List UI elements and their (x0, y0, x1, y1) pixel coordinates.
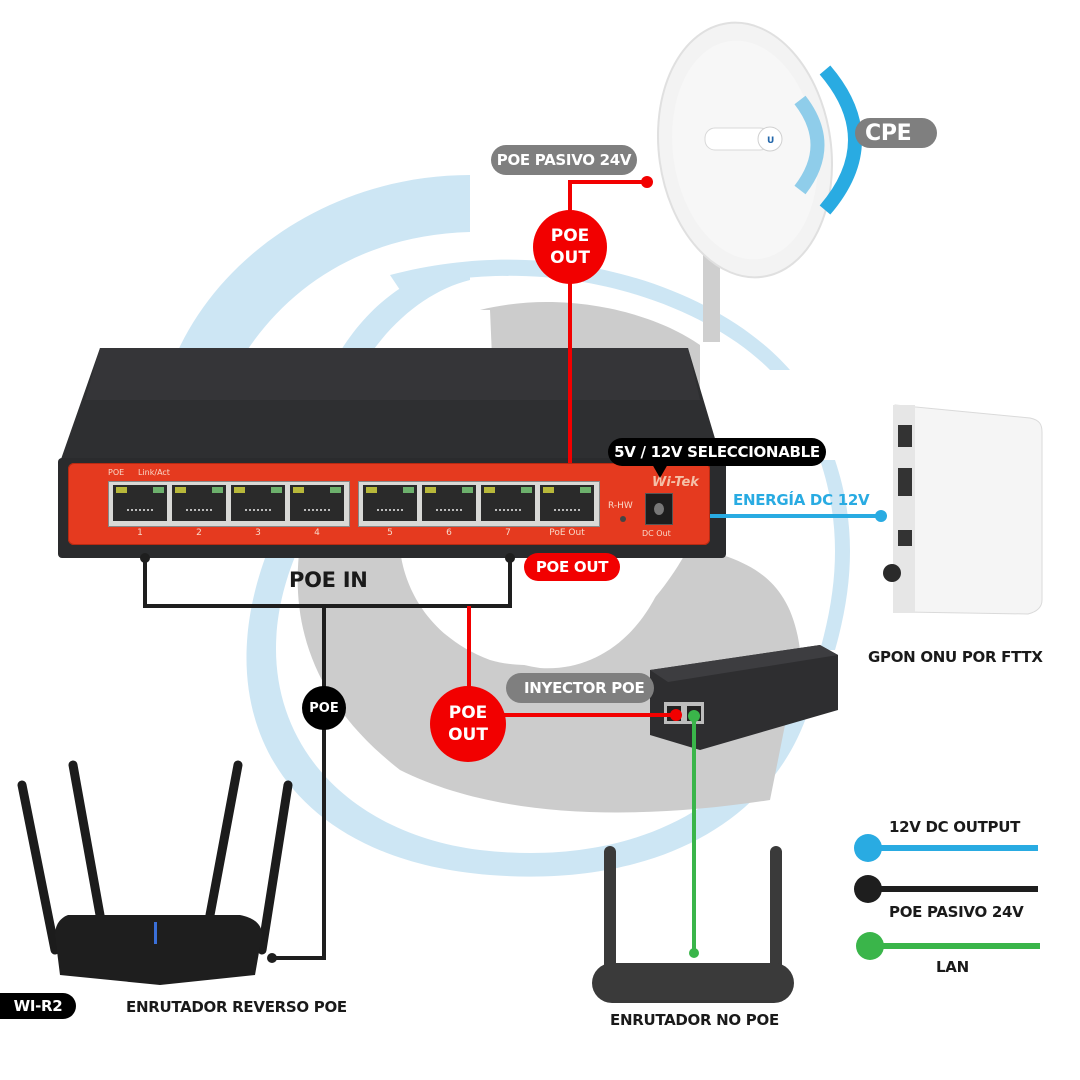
ethernet-port-4[interactable] (290, 485, 344, 521)
port-label-poe-out: PoE Out (549, 528, 585, 538)
badge-poe-out-mid-line2: OUT (448, 725, 488, 745)
reset-button[interactable] (620, 516, 626, 522)
port-label-1: 1 (137, 528, 143, 538)
wire-endpoint-injector-lan (688, 710, 700, 722)
wire-poe-in-bracket (143, 558, 512, 608)
witek-logo: Wi-Tek (652, 475, 699, 490)
badge-poe-out-top: POE OUT (533, 210, 607, 284)
wire-endpoint-non-poe-router (689, 948, 699, 958)
callout-pointer (652, 464, 668, 478)
port-group-5-8 (358, 481, 600, 527)
badge-poe: POE (302, 686, 346, 730)
legend-label-lan: LAN (936, 958, 969, 976)
dc-jack-pin (654, 503, 664, 515)
badge-poe-out-mid-line1: POE (448, 703, 488, 723)
svg-text:U: U (767, 136, 774, 146)
legend-label-poe: POE PASIVO 24V (889, 903, 1024, 921)
wire-endpoint-router (267, 953, 277, 963)
cpe-signal-inner-arc (794, 95, 825, 195)
ethernet-port-3[interactable] (231, 485, 285, 521)
label-poe-out-port: POE OUT (524, 553, 620, 581)
port-label-3: 3 (255, 528, 261, 538)
switch-front-panel: POE Link/Act 1 2 3 4 5 6 7 PoE Out R-HW … (68, 463, 710, 545)
label-enrutador-reverso-poe: ENRUTADOR REVERSO POE (126, 998, 347, 1016)
legend-label-dc: 12V DC OUTPUT (889, 818, 1021, 836)
ethernet-port-7[interactable] (481, 485, 535, 521)
label-poe-in: POE IN (289, 568, 368, 592)
label-wi-r2: WI-R2 (0, 993, 76, 1019)
ethernet-port-6[interactable] (422, 485, 476, 521)
rhw-label: R-HW (608, 501, 633, 511)
port-label-4: 4 (314, 528, 320, 538)
wire-endpoint-port-1 (140, 553, 150, 563)
label-enrutador-no-poe: ENRUTADOR NO POE (610, 1011, 779, 1029)
port-label-2: 2 (196, 528, 202, 538)
wire-poe-out-cpe (568, 180, 647, 492)
wire-endpoint-cpe (641, 176, 653, 188)
reverse-poe-router-device (17, 760, 293, 985)
label-poe-pasivo-24v: POE PASIVO 24V (491, 145, 637, 175)
label-energia-dc-12v: ENERGÍA DC 12V (733, 491, 870, 509)
wire-endpoint-injector-poe (670, 709, 682, 721)
label-5v-12v-seleccionable: 5V / 12V SELECCIONABLE (608, 438, 826, 466)
label-gpon-onu: GPON ONU POR FTTX (868, 648, 1043, 666)
cpe-dish: U (656, 21, 834, 279)
badge-poe-out-top-line2: OUT (550, 248, 590, 268)
ethernet-port-1[interactable] (113, 485, 167, 521)
wire-endpoint-onu (875, 510, 887, 522)
port-group-1-4 (108, 481, 350, 527)
legend (854, 834, 1040, 960)
ethernet-port-5[interactable] (363, 485, 417, 521)
ethernet-port-2[interactable] (172, 485, 226, 521)
dc-out-jack[interactable] (645, 493, 673, 525)
port-label-7: 7 (505, 528, 511, 538)
badge-poe-out-top-line1: POE (550, 226, 590, 246)
cpe-signal-outer-arc (819, 65, 862, 215)
label-cpe: CPE (855, 118, 937, 148)
legend-dot-dc (854, 834, 882, 862)
label-inyector-poe: INYECTOR POE (506, 673, 654, 703)
dc-out-label: DC Out (642, 529, 671, 538)
non-poe-router-icon (592, 846, 794, 1003)
port-label-5: 5 (387, 528, 393, 538)
gpon-onu-device (883, 404, 1043, 615)
linkact-led-label: Link/Act (138, 468, 170, 477)
badge-poe-out-mid: POE OUT (430, 686, 506, 762)
ethernet-port-poe-out[interactable] (540, 485, 594, 521)
port-label-6: 6 (446, 528, 452, 538)
poe-led-label: POE (108, 468, 125, 477)
legend-dot-lan (856, 932, 884, 960)
wire-endpoint-port-7 (505, 553, 515, 563)
legend-dot-poe (854, 875, 882, 903)
